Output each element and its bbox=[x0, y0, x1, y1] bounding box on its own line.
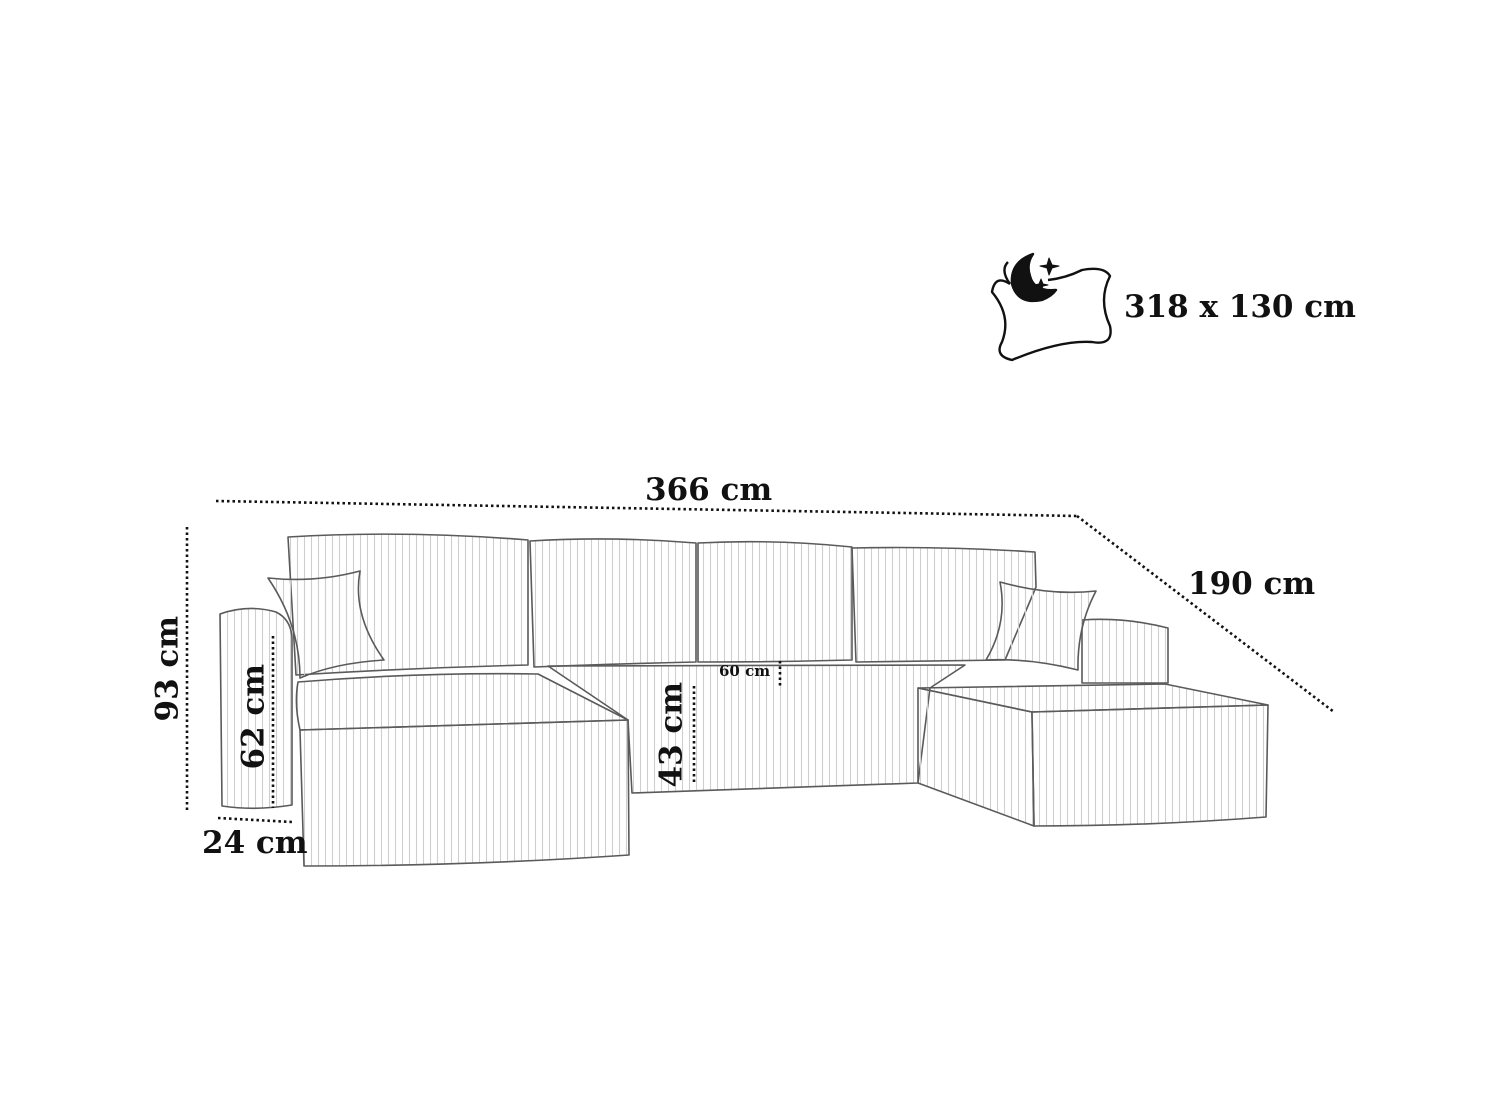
back-cushion-4 bbox=[851, 546, 1037, 663]
armrest-width-line bbox=[217, 816, 293, 824]
depth-line bbox=[1076, 514, 1335, 714]
left-chaise-front bbox=[299, 719, 630, 867]
star-icon-2 bbox=[1033, 278, 1049, 292]
left-pillow bbox=[267, 570, 385, 679]
pillow-outline-icon bbox=[990, 261, 1112, 362]
right-pillow bbox=[985, 581, 1097, 671]
right-armrest bbox=[1081, 618, 1169, 684]
right-chaise-front bbox=[917, 687, 1035, 827]
seat-depth-label: 60 cm bbox=[719, 662, 771, 680]
moon-icon bbox=[1010, 252, 1058, 303]
seat-height-label: 43 cm bbox=[653, 681, 690, 788]
back-cushion-2 bbox=[529, 538, 697, 668]
width-line bbox=[215, 499, 1078, 518]
dimension-lines bbox=[185, 499, 1335, 824]
right-chaise-end bbox=[1031, 704, 1269, 827]
height-label: 93 cm bbox=[149, 615, 186, 722]
moon-pillow-icon bbox=[990, 252, 1112, 362]
back-cushion-3 bbox=[697, 540, 853, 663]
star-icon-1 bbox=[1039, 257, 1060, 276]
depth-label: 190 cm bbox=[1188, 566, 1316, 602]
armrest-height-label: 62 cm bbox=[235, 663, 272, 770]
armrest-width-label: 24 cm bbox=[202, 825, 308, 861]
width-label: 366 cm bbox=[645, 472, 773, 508]
sofa-outline bbox=[219, 533, 1269, 867]
left-chaise-top bbox=[295, 672, 629, 731]
sleeping-area-label: 318 x 130 cm bbox=[1124, 289, 1356, 325]
